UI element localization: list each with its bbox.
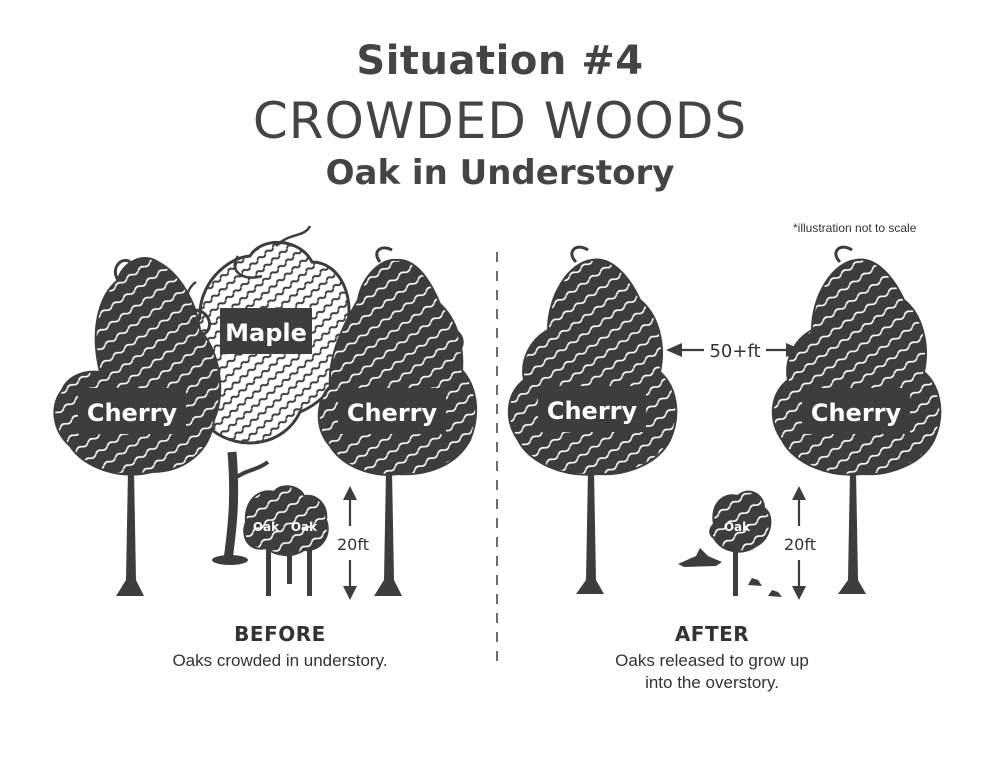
spacing-label: 50+ft (709, 341, 760, 362)
scale-note: *illustration not to scale (793, 221, 917, 235)
before-caption: Oaks crowded in understory. (172, 651, 388, 670)
height-arrow-before (343, 486, 357, 600)
oak-label-before-1: Oak (253, 520, 280, 534)
maple-label: Maple (225, 319, 307, 347)
page-subtitle: Oak in Understory (325, 153, 675, 193)
before-heading: BEFORE (234, 622, 326, 646)
after-caption-line2: into the overstory. (645, 673, 779, 692)
tree-stumps (678, 548, 782, 597)
cherry-label-box-before-right (338, 388, 446, 434)
cherry-label-before-left: Cherry (87, 399, 178, 427)
height-arrow-after (792, 486, 806, 600)
cherry-label-after-left: Cherry (547, 397, 638, 425)
oak-sapling-after (709, 490, 772, 596)
after-caption-line1: Oaks released to grow up (615, 651, 809, 670)
situation-number: Situation #4 (356, 38, 644, 84)
height-label-before: 20ft (337, 535, 369, 554)
after-heading: AFTER (674, 622, 750, 646)
spacing-arrow (666, 343, 802, 357)
page-title: CROWDED WOODS (252, 92, 748, 150)
oak-saplings-before (243, 485, 329, 596)
height-label-after: 20ft (784, 535, 816, 554)
cherry-label-box-before-left (78, 388, 186, 434)
oak-label-before-2: Oak (291, 520, 318, 534)
cherry-label-box-after-right (802, 388, 910, 434)
cherry-label-box-after-left (538, 386, 646, 432)
cherry-label-after-right: Cherry (811, 399, 902, 427)
cherry-label-before-right: Cherry (347, 399, 438, 427)
maple-label-box (220, 308, 312, 354)
oak-label-after: Oak (724, 520, 751, 534)
